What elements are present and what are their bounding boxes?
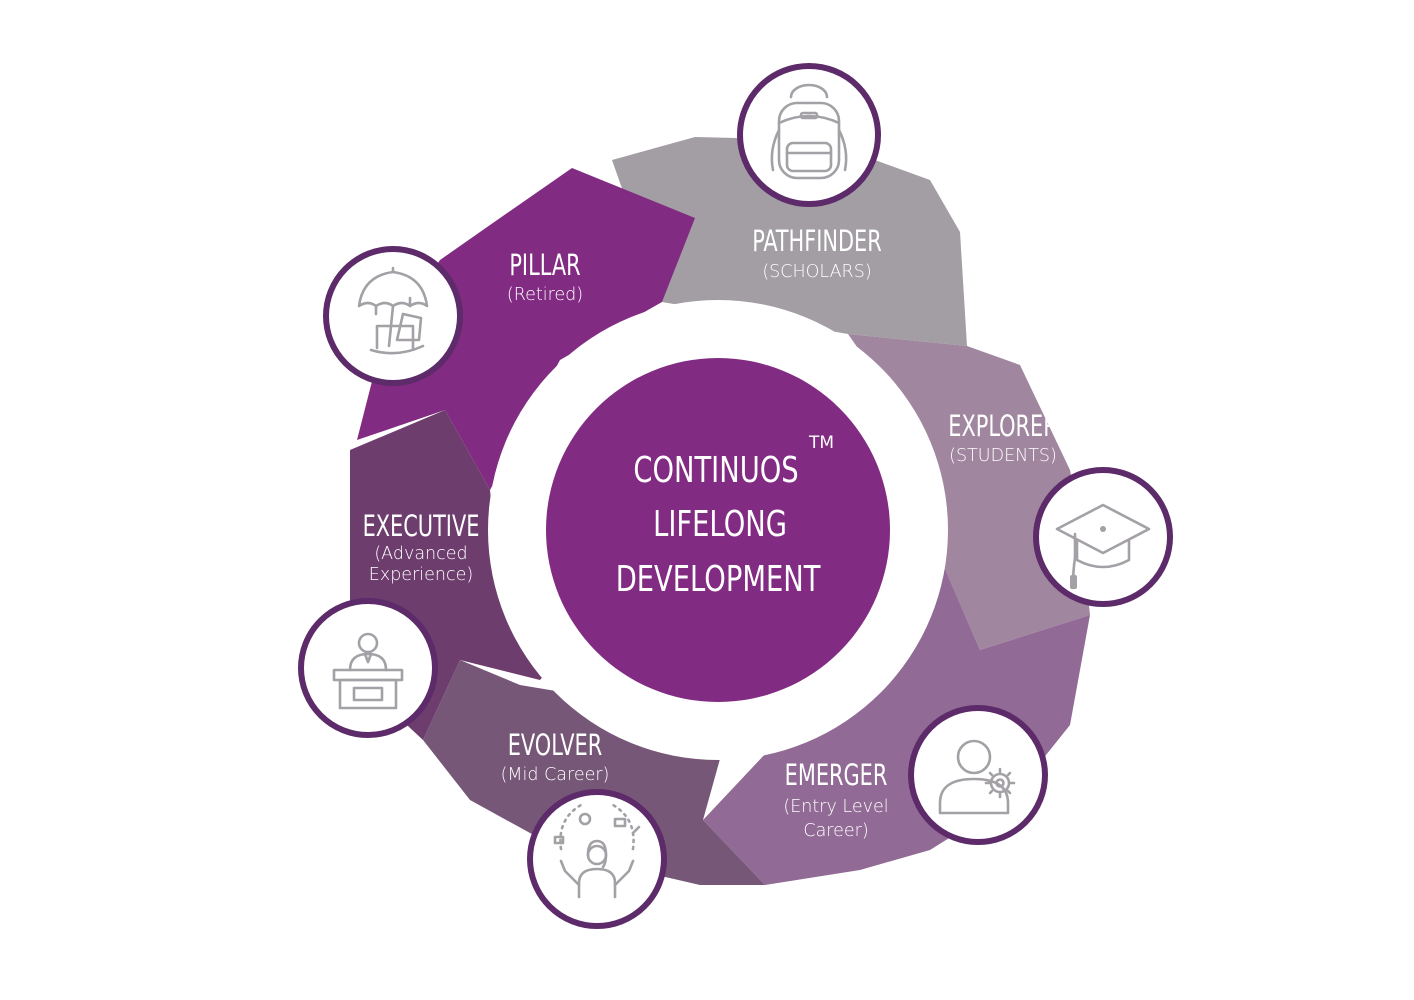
person-at-desk-icon <box>332 632 404 710</box>
segment-pathfinder <box>612 137 967 346</box>
stage-title-explorer: EXPLORER <box>948 411 1057 444</box>
multitasking-person-icon-badge <box>527 789 667 929</box>
center-circle <box>546 358 890 702</box>
stage-subtitle-explorer: (STUDENTS) <box>949 446 1057 466</box>
stage-subtitle-executive-2: Experience) <box>369 565 473 585</box>
multitasking-person-icon <box>553 803 641 899</box>
stage-subtitle-emerger-2: Career) <box>803 821 868 841</box>
stage-subtitle-emerger-1: (Entry Level <box>783 797 888 817</box>
stage-subtitle-pillar: (Retired) <box>507 285 583 305</box>
backpack-icon <box>770 83 848 180</box>
center-line-3: DEVELOPMENT <box>616 557 821 600</box>
stage-title-executive: EXECUTIVE <box>363 511 480 544</box>
center-line-1: CONTINUOS <box>633 448 798 491</box>
user-gear-icon-badge <box>908 705 1048 845</box>
stage-title-emerger: EMERGER <box>785 760 888 793</box>
stage-title-pathfinder: PATHFINDER <box>752 226 882 259</box>
stage-title-pillar: PILLAR <box>509 250 580 283</box>
trademark-mark: TM <box>808 433 834 453</box>
stage-title-evolver: EVOLVER <box>508 730 602 763</box>
backpack-icon-badge <box>737 63 881 207</box>
user-gear-icon <box>938 739 1016 815</box>
stage-subtitle-executive-1: (Advanced <box>374 544 467 564</box>
stage-subtitle-pathfinder: (SCHOLARS) <box>762 262 871 282</box>
center-line-2: LIFELONG <box>653 502 787 545</box>
umbrella-chair-icon <box>357 266 429 355</box>
graduation-cap-icon-badge <box>1033 467 1173 607</box>
graduation-cap-icon <box>1055 503 1151 590</box>
segment-pillar <box>357 168 695 490</box>
umbrella-chair-icon-badge <box>323 246 463 386</box>
stage-subtitle-evolver: (Mid Career) <box>501 765 610 785</box>
person-at-desk-icon-badge <box>298 598 438 738</box>
